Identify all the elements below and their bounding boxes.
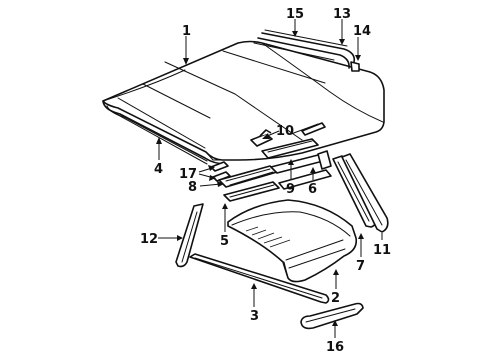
callout-8: 8	[188, 180, 197, 195]
leader-lines	[156, 19, 383, 338]
stanchion-part-6	[317, 150, 332, 170]
retainer-part-9	[261, 138, 328, 174]
quarter-molding-part-11	[341, 153, 389, 233]
pillar-molding-part-12	[175, 203, 204, 268]
callout-4: 4	[154, 162, 163, 177]
callout-3: 3	[250, 309, 259, 324]
retainer-part-17	[210, 161, 231, 182]
callout-15: 15	[286, 7, 304, 22]
callout-7: 7	[356, 259, 365, 274]
callout-2: 2	[331, 291, 340, 306]
callout-17: 17	[179, 167, 197, 182]
callout-9: 9	[286, 182, 295, 197]
upper-rail-part	[253, 29, 360, 72]
callout-16: 16	[326, 340, 344, 355]
callout-11: 11	[373, 243, 391, 258]
bracket-part-10	[250, 122, 326, 147]
callout-labels: 1 2 3 4 5 6 7 8 9 10 11 12 13 14 15 16 1…	[140, 7, 391, 355]
roof-top-part	[102, 40, 385, 165]
callout-1: 1	[182, 24, 191, 39]
retainer-part-5	[223, 169, 332, 202]
weatherstrip-part-3	[189, 253, 330, 304]
callout-13: 13	[333, 7, 351, 22]
callout-6: 6	[308, 182, 317, 197]
callout-5: 5	[220, 234, 229, 249]
trim-part-16	[300, 302, 364, 330]
callout-10: 10	[276, 124, 294, 139]
retainer-part-8	[218, 165, 278, 188]
boot-well-part-2	[227, 199, 358, 283]
callout-14: 14	[353, 24, 371, 39]
callout-12: 12	[140, 232, 158, 247]
